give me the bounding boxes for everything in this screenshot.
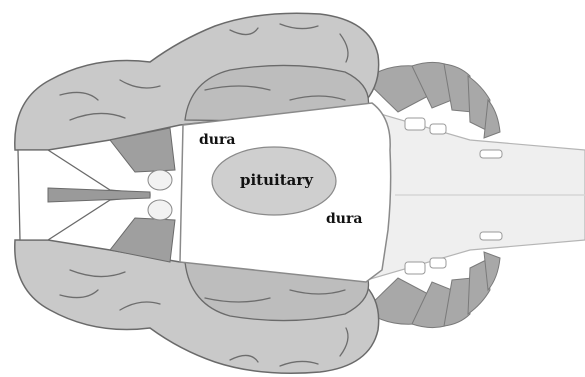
olfactory-tract — [48, 188, 150, 202]
dura-label-top: dura — [199, 133, 235, 147]
dura-label-bottom: dura — [326, 212, 362, 226]
optic-chiasm — [148, 170, 172, 220]
pituitary-label: pituitary — [240, 173, 313, 188]
